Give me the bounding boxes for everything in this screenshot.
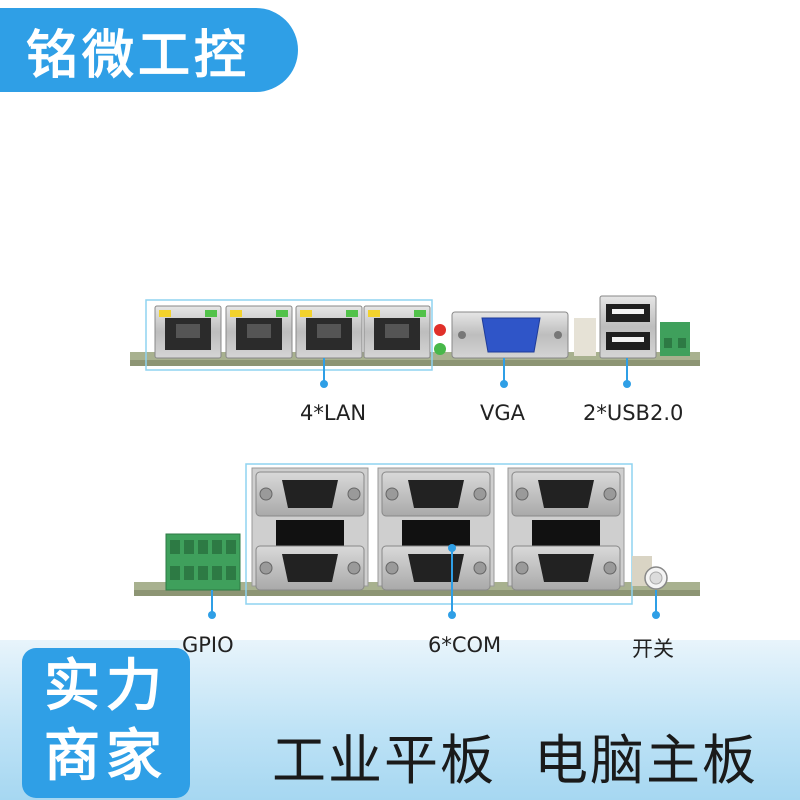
brand-tag: 铭微工控 <box>0 8 298 92</box>
lan-port-4 <box>363 305 431 359</box>
slogan-part-1: 工业平板 <box>272 729 496 792</box>
lan-port-2 <box>225 305 293 359</box>
strength-badge: 实力 商家 <box>22 648 190 798</box>
led-red <box>434 324 446 336</box>
power-switch-icon <box>632 556 668 590</box>
bottom-board <box>134 463 700 605</box>
com-port-6 <box>511 545 621 591</box>
gpio-terminal <box>165 533 241 591</box>
usb-label: 2*USB2.0 <box>583 401 684 425</box>
gpio-label: GPIO <box>182 633 234 657</box>
com-ports <box>251 467 625 591</box>
com-highlight-box <box>245 463 633 605</box>
badge-line-1: 实力 <box>44 654 168 719</box>
com-port-3 <box>511 471 621 517</box>
top-pointers <box>320 358 631 388</box>
com-column-1 <box>251 467 369 591</box>
vga-port <box>451 311 569 359</box>
switch-label: 开关 <box>632 637 674 661</box>
lan-port-3 <box>295 305 363 359</box>
usb-ports <box>574 295 657 359</box>
bottom-pointers <box>208 544 660 619</box>
brand-name: 铭微工控 <box>26 25 251 86</box>
com-column-3 <box>507 467 625 591</box>
com-label: 6*COM <box>428 633 502 657</box>
slogan-part-2: 电脑主板 <box>534 729 758 792</box>
top-board <box>130 295 700 371</box>
com-port-2 <box>381 471 491 517</box>
lan-label: 4*LAN <box>300 401 367 425</box>
com-port-1 <box>255 471 365 517</box>
com-port-4 <box>255 545 365 591</box>
lan-ports <box>154 305 431 359</box>
com-port-5 <box>381 545 491 591</box>
badge-line-2: 商家 <box>44 724 168 789</box>
lan-port-1 <box>154 305 222 359</box>
slogan: 工业平板电脑主板 <box>272 716 758 795</box>
com-column-2 <box>377 467 495 591</box>
lan-highlight-box <box>145 299 433 371</box>
vga-label: VGA <box>480 401 526 425</box>
led-green <box>434 343 446 355</box>
